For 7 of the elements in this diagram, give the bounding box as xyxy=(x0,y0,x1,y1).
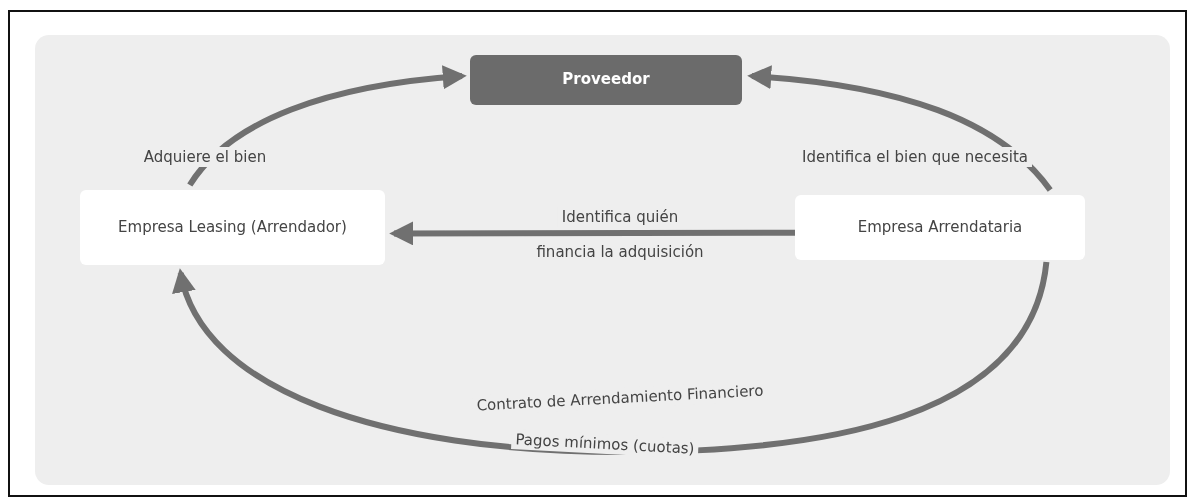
arrow xyxy=(389,221,795,246)
supplier-box: Proveedor xyxy=(470,55,742,105)
entity-box: Empresa Arrendataria xyxy=(795,195,1085,260)
arrow xyxy=(174,261,1050,455)
entity-box: Empresa Leasing (Arrendador) xyxy=(80,190,385,265)
arrow xyxy=(747,65,1053,192)
arrow xyxy=(187,65,467,187)
